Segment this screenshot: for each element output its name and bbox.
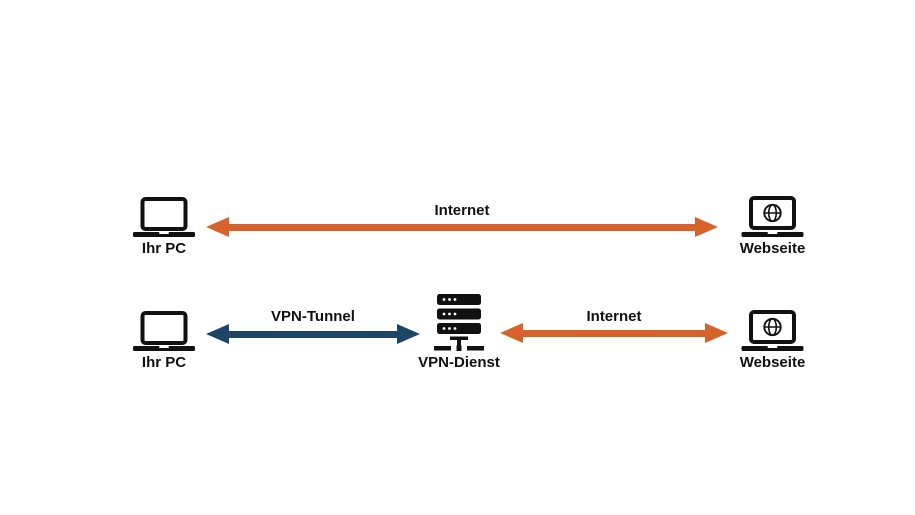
arrow-head-right-icon	[705, 323, 728, 343]
node-label: VPN-Dienst	[418, 354, 500, 371]
arrow-label-internet: Internet	[434, 202, 490, 219]
node-label: Webseite	[739, 240, 806, 257]
laptop-globe-icon	[740, 196, 805, 238]
arrow-head-left-icon	[206, 324, 229, 344]
arrow-label-vpn-tunnel: VPN-Tunnel	[271, 308, 355, 325]
node-label: Webseite	[739, 354, 806, 371]
node-label: Ihr PC	[141, 354, 187, 371]
row2-website-node: Webseite	[740, 310, 805, 372]
arrow-head-right-icon	[695, 217, 718, 237]
laptop-icon	[133, 197, 195, 238]
arrow-shaft	[523, 329, 705, 337]
vpn-tunnel-arrow	[206, 324, 420, 344]
row2-pc-node: Ihr PC	[133, 311, 195, 372]
internet-arrow	[206, 217, 718, 237]
internet-arrow	[500, 323, 728, 343]
node-label: Ihr PC	[141, 240, 187, 257]
arrow-shaft	[229, 223, 695, 231]
laptop-icon	[133, 311, 195, 352]
row1-website-node: Webseite	[740, 196, 805, 258]
row1-pc-node: Ihr PC	[133, 197, 195, 258]
arrow-shaft	[229, 330, 397, 338]
vpn-service-node: VPN-Dienst	[418, 294, 500, 372]
server-icon	[432, 294, 486, 352]
laptop-globe-icon	[740, 310, 805, 352]
arrow-head-left-icon	[206, 217, 229, 237]
arrow-head-right-icon	[397, 324, 420, 344]
arrow-head-left-icon	[500, 323, 523, 343]
arrow-label-internet: Internet	[586, 308, 642, 325]
